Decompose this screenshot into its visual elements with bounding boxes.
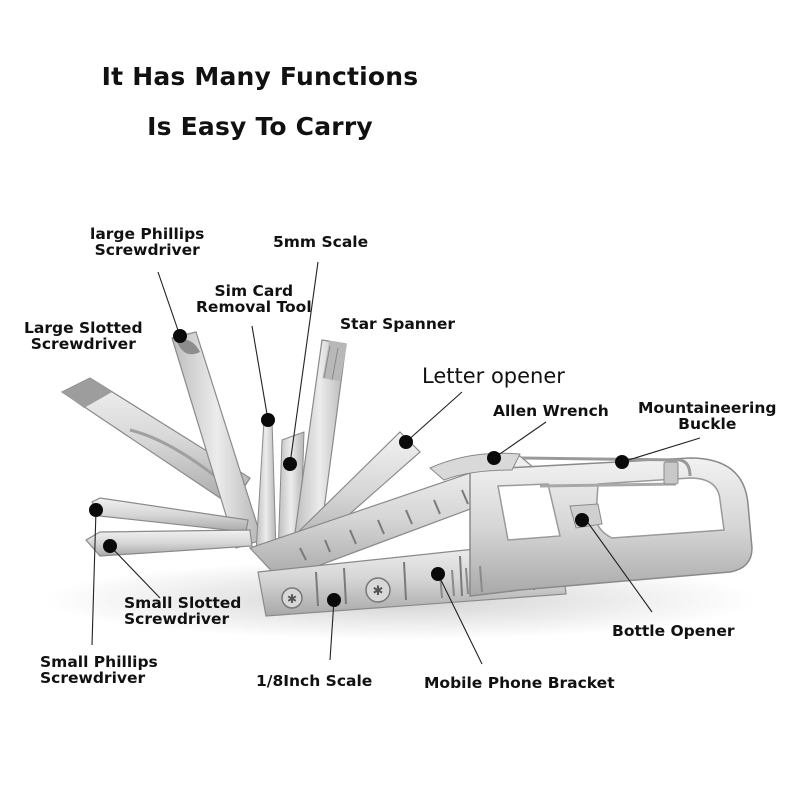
callout-phone-bracket-line1: Mobile Phone Bracket xyxy=(424,674,615,692)
leader-small-slotted xyxy=(109,545,161,599)
leader-lines xyxy=(91,261,701,665)
leader-small-phillips xyxy=(91,509,97,646)
sim-card-pin-blade xyxy=(255,419,277,553)
dot-5mm-scale xyxy=(283,457,297,471)
callout-star-spanner: Star Spanner xyxy=(340,316,455,332)
dot-large-phillips xyxy=(173,329,187,343)
callout-buckle-line1: Mountaineering xyxy=(638,399,777,417)
callout-large-phillips-line2: Screwdriver xyxy=(94,241,200,259)
callout-large-slotted: Large Slotted Screwdriver xyxy=(24,320,143,352)
leader-bottle-opener xyxy=(585,519,653,613)
svg-text:✱: ✱ xyxy=(373,584,384,599)
dot-phone-bracket xyxy=(431,567,445,581)
callout-eighth-inch-scale: 1/8Inch Scale xyxy=(256,673,372,689)
callout-5mm-scale: 5mm Scale xyxy=(273,234,368,250)
callout-mobile-phone-bracket: Mobile Phone Bracket xyxy=(424,675,615,691)
callout-large-slotted-line2: Screwdriver xyxy=(30,335,136,353)
callout-small-slotted: Small Slotted Screwdriver xyxy=(124,595,241,627)
callout-dots xyxy=(89,329,629,607)
leader-letter-opener xyxy=(405,391,463,443)
leader-phone-bracket xyxy=(437,573,483,665)
svg-text:✱: ✱ xyxy=(287,592,297,606)
callout-large-phillips: large Phillips Screwdriver xyxy=(90,226,204,258)
dot-allen-wrench xyxy=(487,451,501,465)
callout-sim-card-line1: Sim Card xyxy=(214,282,294,300)
headline-line-1: It Has Many Functions xyxy=(101,62,419,91)
callout-small-slotted-line2: Screwdriver xyxy=(124,610,230,628)
callout-eighth-inch-line1: 1/8Inch Scale xyxy=(256,672,373,690)
callout-small-phillips-line2: Screwdriver xyxy=(40,669,146,687)
callout-large-phillips-line1: large Phillips xyxy=(90,225,205,243)
callout-mountaineering-buckle: Mountaineering Buckle xyxy=(638,400,776,432)
leader-sim-card xyxy=(251,325,269,421)
carabiner-frame xyxy=(439,457,753,599)
callout-sim-card-line2: Removal Tool xyxy=(196,298,312,316)
leader-5mm-scale xyxy=(289,261,319,465)
dot-sim-card xyxy=(261,413,275,427)
carabiner-wire-gate xyxy=(521,456,692,488)
small-slotted-blade xyxy=(85,529,253,557)
callout-letter-opener-line1: Letter opener xyxy=(422,364,565,388)
dot-eighth-inch xyxy=(327,593,341,607)
callout-letter-opener: Letter opener xyxy=(422,365,565,387)
callout-sim-card: Sim Card Removal Tool xyxy=(196,283,312,315)
callout-allen-wrench-line1: Allen Wrench xyxy=(493,402,609,420)
dot-bottle-opener xyxy=(575,513,589,527)
callout-allen-wrench: Allen Wrench xyxy=(493,403,609,419)
callout-star-spanner-line1: Star Spanner xyxy=(340,315,456,333)
callout-bottle-opener-line1: Bottle Opener xyxy=(612,622,735,640)
leader-allen-wrench xyxy=(493,421,547,459)
dot-buckle xyxy=(615,455,629,469)
large-slotted-screwdriver-blade xyxy=(60,377,251,507)
callout-bottle-opener: Bottle Opener xyxy=(612,623,734,639)
leader-eighth-inch xyxy=(329,599,335,661)
callout-large-slotted-line1: Large Slotted xyxy=(24,319,143,337)
dot-small-slotted xyxy=(103,539,117,553)
callout-small-phillips: Small Phillips Screwdriver xyxy=(40,654,158,686)
dot-small-phillips xyxy=(89,503,103,517)
callout-buckle-line2: Buckle xyxy=(678,415,737,433)
leader-buckle xyxy=(621,437,701,463)
dot-letter-opener xyxy=(399,435,413,449)
headline-line-2: Is Easy To Carry xyxy=(147,112,373,141)
callout-small-slotted-line1: Small Slotted xyxy=(124,594,242,612)
callout-small-phillips-line1: Small Phillips xyxy=(40,653,158,671)
leader-large-phillips xyxy=(157,271,181,337)
callout-5mm-scale-line1: 5mm Scale xyxy=(273,233,369,251)
